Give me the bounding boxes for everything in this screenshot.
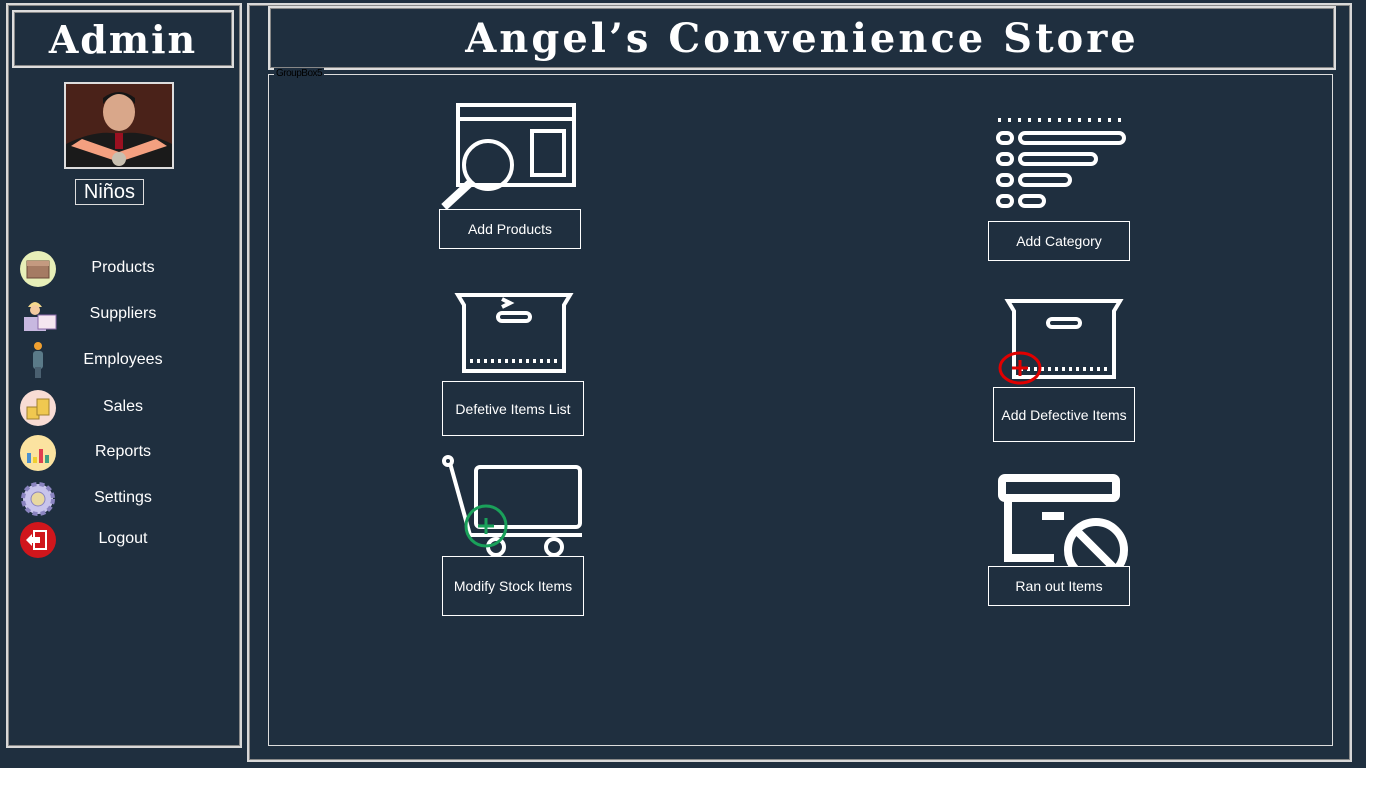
coins-icon: [20, 390, 56, 426]
defective-items-list-button[interactable]: Defetive Items List: [442, 381, 584, 436]
page-title: Angel’s Convenience Store: [268, 6, 1336, 70]
box-icon: [20, 251, 56, 287]
bar-chart-icon: [20, 435, 56, 471]
sidebar-title: Admin: [12, 10, 234, 68]
sidebar-item-label: Suppliers: [89, 305, 157, 322]
sidebar-item-logout[interactable]: Logout: [18, 520, 218, 560]
ran-out-items-button[interactable]: Ran out Items: [988, 566, 1130, 606]
sidebar-item-suppliers[interactable]: Suppliers: [18, 295, 218, 335]
group-box-label: GroupBox5: [274, 68, 325, 79]
modify-stock-items-button[interactable]: Modify Stock Items: [442, 556, 584, 616]
sidebar-item-label: Sales: [102, 398, 144, 415]
add-defective-icon: [998, 299, 1124, 385]
user-name: Niños: [75, 179, 144, 205]
sidebar-item-employees[interactable]: Employees: [18, 341, 218, 381]
supplier-icon: [24, 302, 57, 331]
logout-icon: [20, 522, 56, 558]
sidebar-item-reports[interactable]: Reports: [18, 433, 218, 473]
sidebar-item-label: Products: [91, 259, 155, 276]
gear-icon: [21, 482, 55, 516]
product-search-icon: [441, 103, 576, 210]
main-panel: [247, 3, 1352, 762]
sidebar-item-label: Logout: [98, 530, 148, 547]
employee-icon: [33, 342, 43, 378]
add-defective-items-button[interactable]: Add Defective Items: [993, 387, 1135, 442]
add-products-button[interactable]: Add Products: [439, 209, 581, 249]
category-list-icon: [996, 118, 1126, 208]
sidebar: [6, 3, 242, 748]
sidebar-item-label: Reports: [94, 443, 152, 460]
out-of-stock-icon: [998, 474, 1128, 568]
group-box: [268, 74, 1333, 746]
add-category-button[interactable]: Add Category: [988, 221, 1130, 261]
sidebar-item-sales[interactable]: Sales: [18, 388, 218, 428]
sidebar-item-label: Employees: [83, 351, 163, 368]
sidebar-item-products[interactable]: Products: [18, 249, 218, 289]
sidebar-item-settings[interactable]: Settings: [18, 479, 218, 519]
avatar: [64, 82, 174, 169]
app-window: Admin Niños Products Suppliers Employees…: [0, 0, 1366, 768]
cart-stock-icon: [442, 455, 582, 557]
sidebar-item-label: Settings: [94, 489, 152, 506]
damaged-box-icon: [454, 293, 574, 373]
